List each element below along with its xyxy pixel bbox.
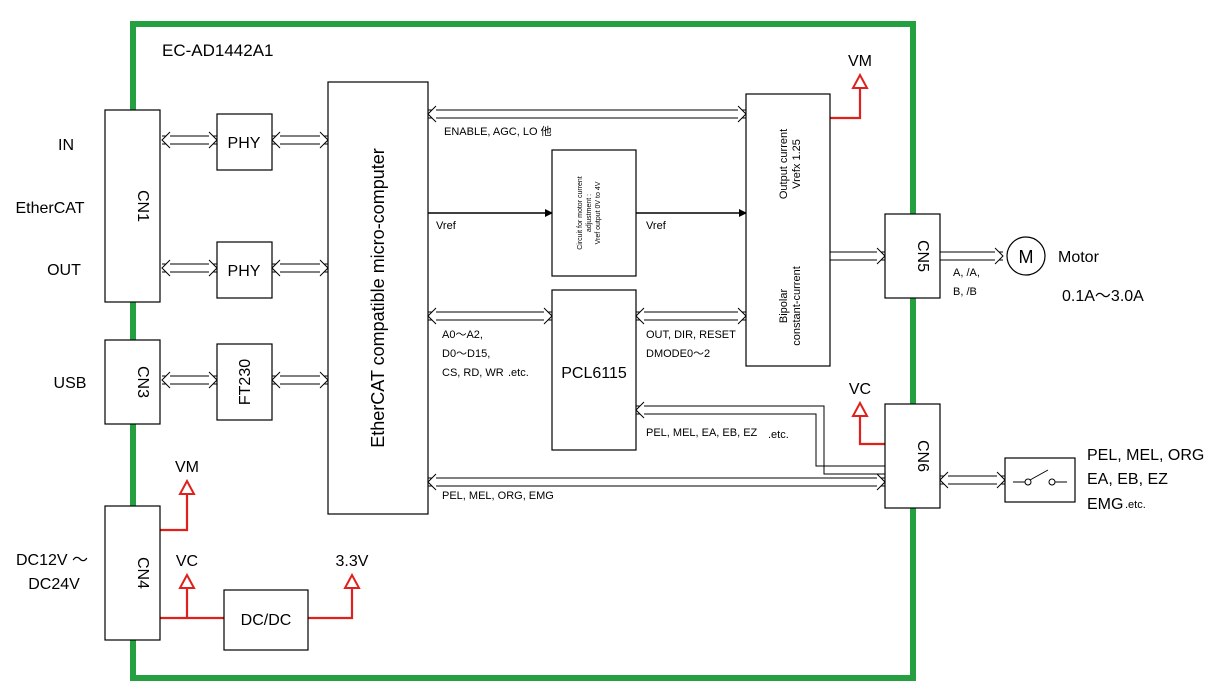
- switch-icon: [1013, 469, 1067, 486]
- ft230-box: [216, 343, 273, 421]
- svg-text:Vrefx 1.25: Vrefx 1.25: [791, 139, 803, 189]
- vm-left-triangle: [178, 478, 196, 495]
- cn5-box: [884, 213, 941, 299]
- driver-top-label: Output current Vrefx 1.25: [778, 129, 803, 199]
- ft230-label: FT230: [237, 359, 254, 405]
- power-lines: [160, 86, 885, 620]
- dcdc-box: [223, 589, 309, 651]
- sensor-line2: EA, EB, EZ: [1087, 471, 1168, 488]
- motor-phase-line1: A, /A,: [953, 267, 980, 279]
- driver-box: [745, 93, 831, 367]
- outdir-signal-line1: OUT, DIR, RESET: [646, 329, 736, 341]
- motor-icon: [1006, 236, 1046, 276]
- vm-top-label: VM: [848, 53, 872, 70]
- addr-signal-line1: A0～A2,: [442, 329, 483, 341]
- vref-label-1: Vref: [436, 220, 457, 232]
- phy1-label: PHY: [228, 135, 261, 152]
- svg-text:Output current: Output current: [778, 129, 790, 199]
- outdir-signal-line2: DMODE0～2: [646, 348, 710, 360]
- svg-text:constant-current: constant-current: [791, 266, 803, 345]
- board-name: EC-AD1442A1: [162, 41, 274, 60]
- svg-text:Circuit for motor current: Circuit for motor current: [577, 176, 584, 250]
- cn4-box: [104, 505, 161, 641]
- sensor-line1: PEL, MEL, ORG: [1087, 447, 1204, 464]
- power-input-line1: DC12V ～: [16, 552, 88, 569]
- pel-pcl-label: PEL, MEL, EA, EB, EZ: [646, 427, 758, 439]
- phy2-box: [216, 241, 273, 299]
- addr-signal-etc: .etc.: [508, 367, 529, 379]
- vref-label-2: Vref: [646, 220, 667, 232]
- cn1-label: CN1: [134, 190, 151, 222]
- cn5-label: CN5: [914, 240, 931, 272]
- cn3-box: [104, 339, 161, 425]
- vc-left-label: VC: [176, 553, 198, 570]
- pel-bottom-label: PEL, MEL, ORG, EMG: [442, 490, 554, 502]
- cn1-box: [104, 109, 161, 303]
- sensor-switch-box: [1004, 457, 1076, 503]
- cn3-label: CN3: [134, 366, 151, 398]
- svg-text:Vref output 0V to 4V: Vref output 0V to 4V: [595, 181, 602, 244]
- phy1-box: [216, 113, 273, 171]
- v33-triangle: [343, 572, 361, 589]
- bus-connectors: [162, 109, 1005, 487]
- bus-arrowheads: [161, 105, 1006, 491]
- addr-signal-line2: D0～D15,: [442, 348, 490, 360]
- v33-label: 3.3V: [336, 553, 369, 570]
- phy2-label: PHY: [228, 263, 261, 280]
- motor-current: 0.1A～3.0A: [1062, 288, 1144, 305]
- mcu-box: [327, 81, 429, 515]
- vm-left-label: VM: [175, 459, 199, 476]
- current-circuit-box: [551, 149, 637, 277]
- motor-symbol: M: [1019, 247, 1034, 267]
- addr-signal-line3: CS, RD, WR: [442, 367, 504, 379]
- power-input-line2: DC24V: [28, 576, 80, 593]
- in-label: IN: [58, 137, 74, 154]
- driver-bottom-label: Bipolar constant-current: [778, 266, 803, 345]
- svg-text:Bipolar: Bipolar: [778, 289, 790, 324]
- vm-top-triangle: [851, 72, 869, 89]
- vc-left-triangle: [178, 572, 196, 589]
- dcdc-label: DC/DC: [241, 612, 292, 629]
- vc-right-triangle: [851, 400, 869, 417]
- usb-label: USB: [54, 375, 87, 392]
- cn6-box: [884, 403, 941, 509]
- enable-signal-label: ENABLE, AGC, LO 他: [444, 125, 552, 138]
- pcl6115-box: [551, 289, 637, 451]
- pel-pcl-etc: .etc.: [768, 429, 789, 441]
- cn6-label: CN6: [914, 440, 931, 472]
- sensor-line3: EMG: [1087, 496, 1123, 513]
- out-label: OUT: [47, 262, 81, 279]
- svg-text:adjustment :: adjustment :: [586, 194, 593, 232]
- ethercat-label: EtherCAT: [15, 200, 84, 217]
- current-circuit-label: Circuit for motor current adjustment : V…: [577, 176, 602, 250]
- sensor-etc: .etc.: [1125, 499, 1146, 511]
- cn4-label: CN4: [134, 557, 151, 589]
- vc-right-label: VC: [849, 381, 871, 398]
- mcu-label: EtherCAT compatible micro-computer: [368, 148, 388, 447]
- motor-label: Motor: [1058, 249, 1100, 266]
- power-triangles: [178, 72, 869, 589]
- motor-phase-line2: B, /B: [953, 286, 977, 298]
- pcl6115-label: PCL6115: [561, 365, 627, 382]
